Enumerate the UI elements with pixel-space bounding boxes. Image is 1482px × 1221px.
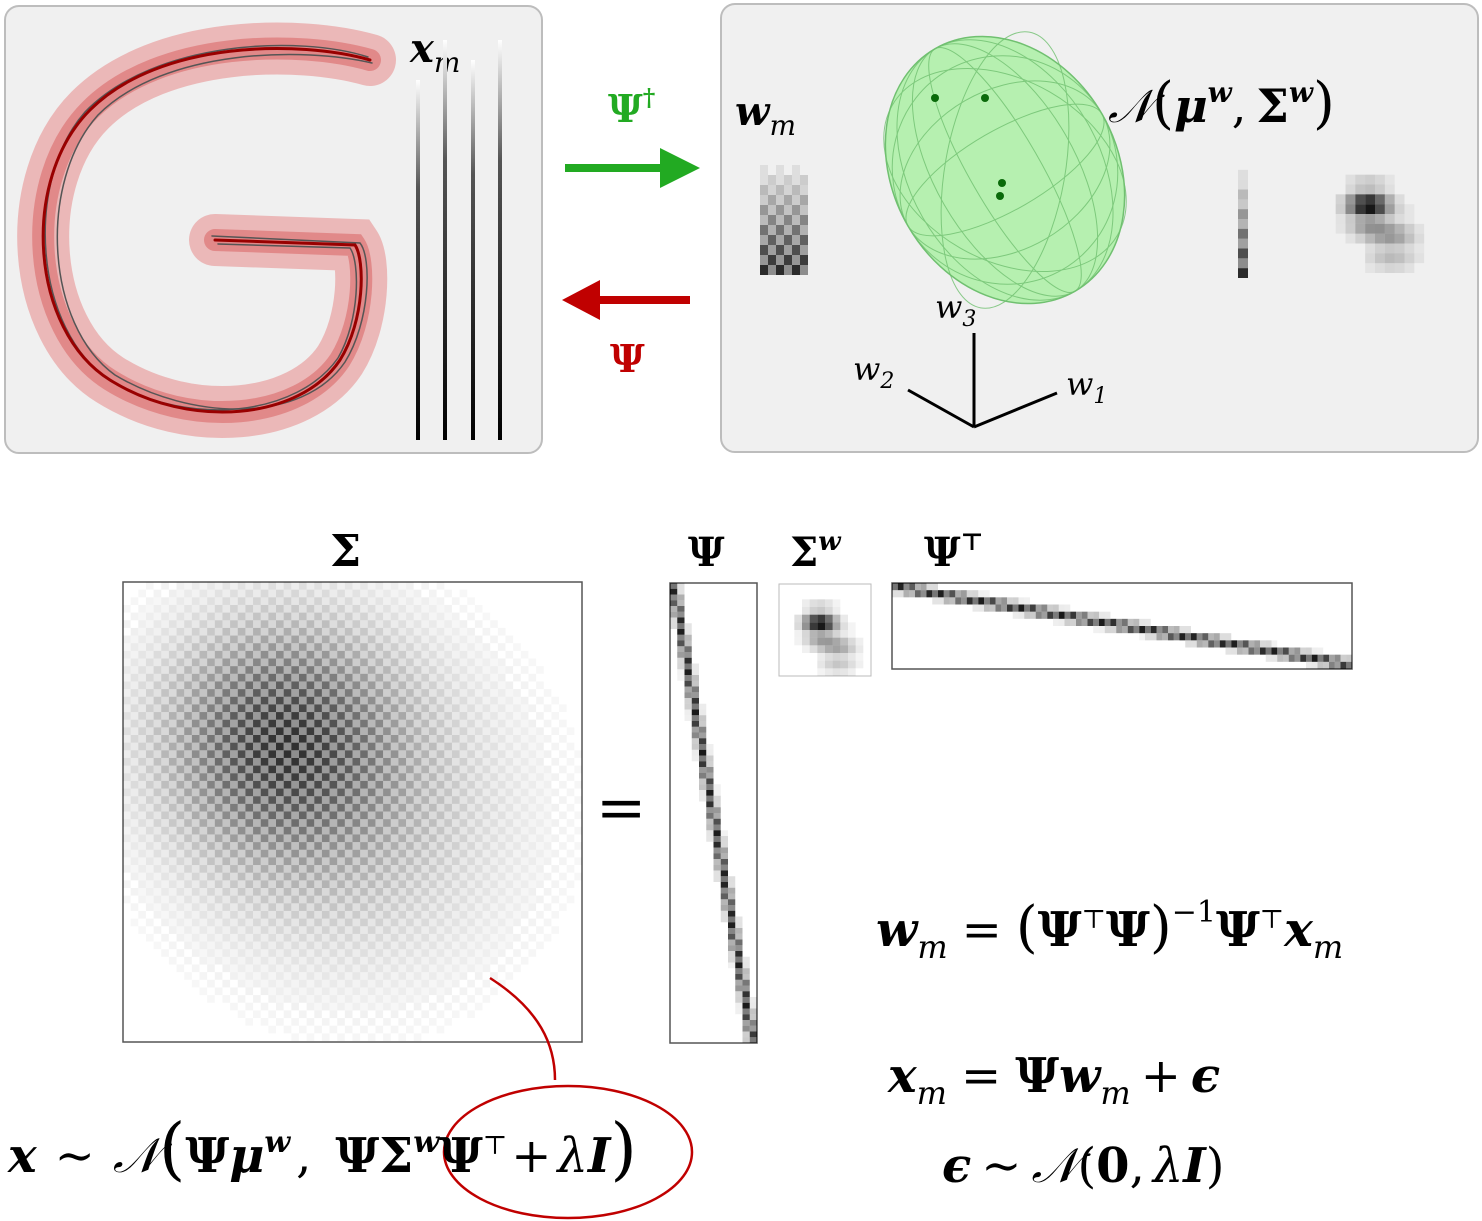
- letter-g-trajectories: [17, 22, 396, 438]
- psi-matrix: [669, 582, 758, 1044]
- psi-transpose-matrix: [891, 582, 1353, 670]
- backward-arrow: [562, 280, 690, 320]
- weight-axes: [907, 333, 1058, 429]
- sigma-w-label: Σw: [790, 527, 842, 576]
- equation-x-distribution: x∼𝒩(Ψμw,ΨΣwΨ⊤+λI): [7, 1110, 637, 1189]
- mu-w-vector: [1238, 169, 1248, 278]
- forward-arrow: [565, 148, 700, 188]
- connector-curve: [489, 976, 557, 1081]
- wm-matrix: [760, 165, 808, 275]
- psi-t-label: Ψ⊤: [924, 527, 984, 576]
- sigma-w-matrix-top: [1335, 174, 1425, 273]
- psi-label-red: Ψ: [610, 336, 645, 381]
- wm-label: wm: [735, 88, 796, 142]
- psi-matrix-label: Ψ: [688, 529, 725, 576]
- equals-sign: =: [596, 773, 646, 843]
- axis-w2-label: w2: [853, 350, 894, 394]
- equation-epsilon: ϵ∼𝒩(0,λI): [942, 1138, 1224, 1194]
- sigma-label: Σ: [330, 526, 361, 577]
- psi-dagger-label: Ψ†: [608, 83, 655, 131]
- equation-xm: xm=Ψwm+ϵ: [887, 1048, 1220, 1112]
- xm-label: xm: [409, 25, 460, 79]
- sigma-matrix: [122, 581, 583, 1043]
- equation-wm: wm=(Ψ⊤Ψ)−1Ψ⊤xm: [876, 895, 1343, 966]
- xm-vector-bars: [416, 40, 502, 440]
- sigma-w-matrix: [778, 583, 872, 677]
- highlight-circle: [442, 1084, 694, 1220]
- axis-w3-label: w3: [935, 288, 976, 332]
- gaussian-ellipsoid: [883, 31, 1127, 309]
- axis-w1-label: w1: [1066, 365, 1107, 409]
- distribution-label: 𝒩(μw,Σw): [1108, 71, 1335, 136]
